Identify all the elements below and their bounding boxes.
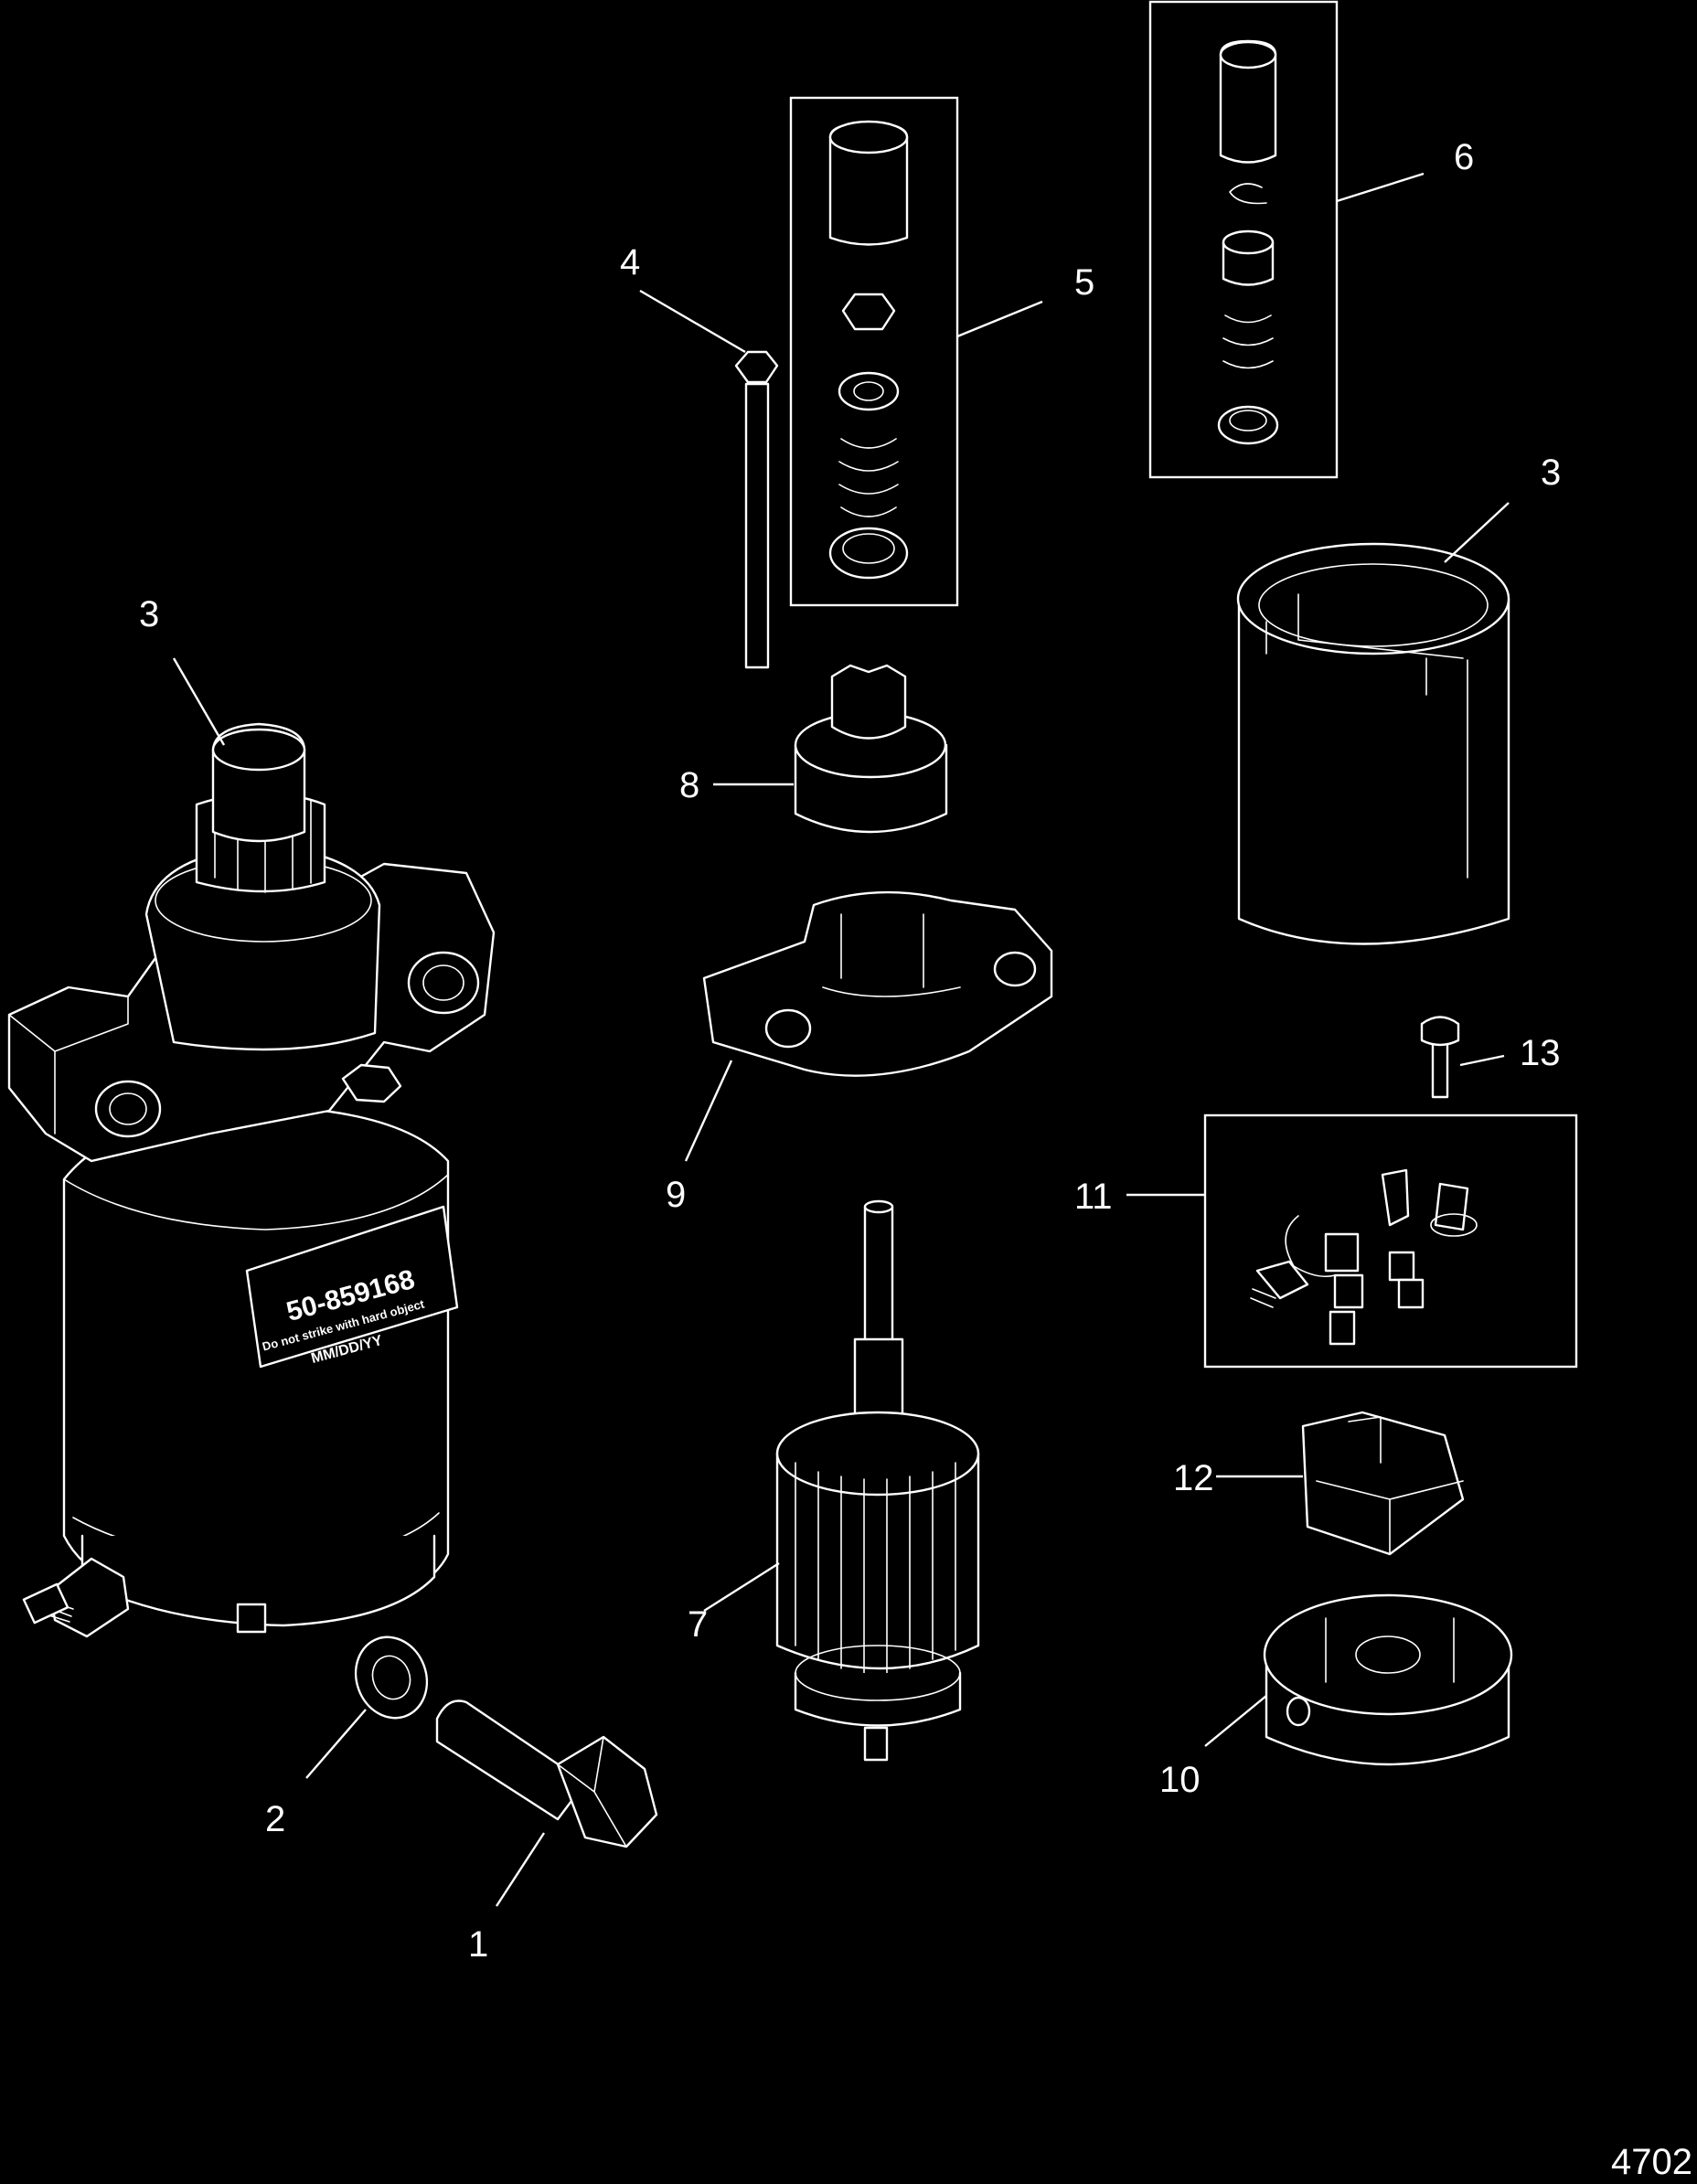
callout-4: 4 <box>620 242 640 282</box>
part-11-brush-kit <box>1203 1113 1578 1369</box>
part-1-bolt <box>435 1699 658 1848</box>
part-10-end-cap <box>1263 1593 1513 1766</box>
callout-3-sleeve: 3 <box>1541 453 1561 493</box>
part-13-screw <box>1420 1016 1460 1099</box>
leader-13 <box>1459 1054 1505 1067</box>
callout-1: 1 <box>468 1924 488 1965</box>
callout-8: 8 <box>679 765 699 805</box>
callout-3-motor: 3 <box>139 594 159 634</box>
callout-labels: 3 4 5 6 3 8 9 11 13 12 7 10 2 1 <box>139 137 1561 1965</box>
part-5-kit <box>789 96 959 607</box>
leader-5 <box>956 300 1043 338</box>
callout-9: 9 <box>666 1175 686 1215</box>
callout-13: 13 <box>1520 1033 1561 1073</box>
leader-6 <box>1336 172 1425 203</box>
leader-3-sleeve <box>1444 502 1510 563</box>
kit-5-outline <box>789 96 959 607</box>
part-12-brush-holder <box>1301 1411 1465 1556</box>
leader-10 <box>1204 1695 1267 1747</box>
callout-6: 6 <box>1454 137 1474 177</box>
part-8-drive-gear <box>794 664 948 834</box>
figure-id: 4702 <box>1611 2142 1692 2182</box>
leader-9 <box>684 1060 733 1162</box>
callout-12: 12 <box>1173 1458 1214 1498</box>
kit-11-outline <box>1203 1113 1578 1369</box>
callout-2: 2 <box>265 1799 285 1839</box>
kit-6-outline <box>1148 0 1339 479</box>
leader-2 <box>305 1709 367 1779</box>
part-7-armature <box>775 1199 980 1762</box>
callout-7: 7 <box>688 1604 708 1645</box>
leader-7 <box>703 1561 780 1613</box>
leader-1 <box>495 1832 546 1907</box>
leader-4 <box>639 289 746 354</box>
callout-10: 10 <box>1159 1760 1201 1800</box>
part-3-sleeve <box>1236 542 1510 945</box>
callout-5: 5 <box>1074 262 1094 303</box>
part-2-washer <box>354 1635 429 1720</box>
leader-lines <box>172 172 1510 1907</box>
callout-11: 11 <box>1074 1177 1113 1217</box>
starter-motor-assembly: 50-859168 Do not strike with hard object… <box>7 722 496 1638</box>
part-6-kit <box>1148 0 1339 479</box>
leader-3-motor <box>172 657 226 746</box>
part-4-through-bolt <box>734 350 779 669</box>
part-9-drive-end-housing <box>702 890 1053 1077</box>
